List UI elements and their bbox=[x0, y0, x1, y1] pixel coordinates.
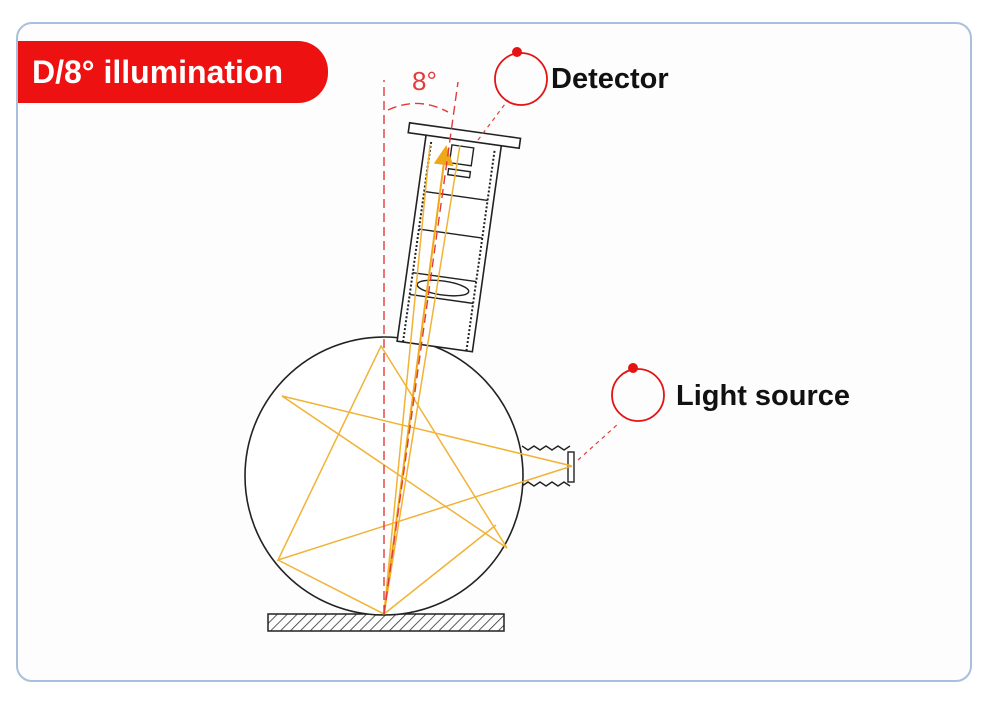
light-source-callout bbox=[577, 363, 665, 461]
diagram-title: D/8° illumination bbox=[18, 41, 328, 103]
detector-marker-dot bbox=[512, 47, 522, 57]
sample-base bbox=[267, 613, 505, 632]
integrating-sphere bbox=[244, 336, 524, 616]
detector-callout bbox=[477, 47, 548, 141]
detector-label: Detector bbox=[551, 63, 669, 95]
light-rays bbox=[276, 144, 573, 615]
detector-marker-ring bbox=[494, 52, 548, 106]
light-source-label: Light source bbox=[676, 380, 850, 412]
light-source-marker-ring bbox=[611, 368, 665, 422]
detector-tube bbox=[396, 121, 522, 353]
light-source-marker-dot bbox=[628, 363, 638, 373]
diagram-frame bbox=[16, 22, 972, 682]
angle-label: 8° bbox=[412, 66, 437, 96]
angle-guides bbox=[383, 80, 459, 615]
